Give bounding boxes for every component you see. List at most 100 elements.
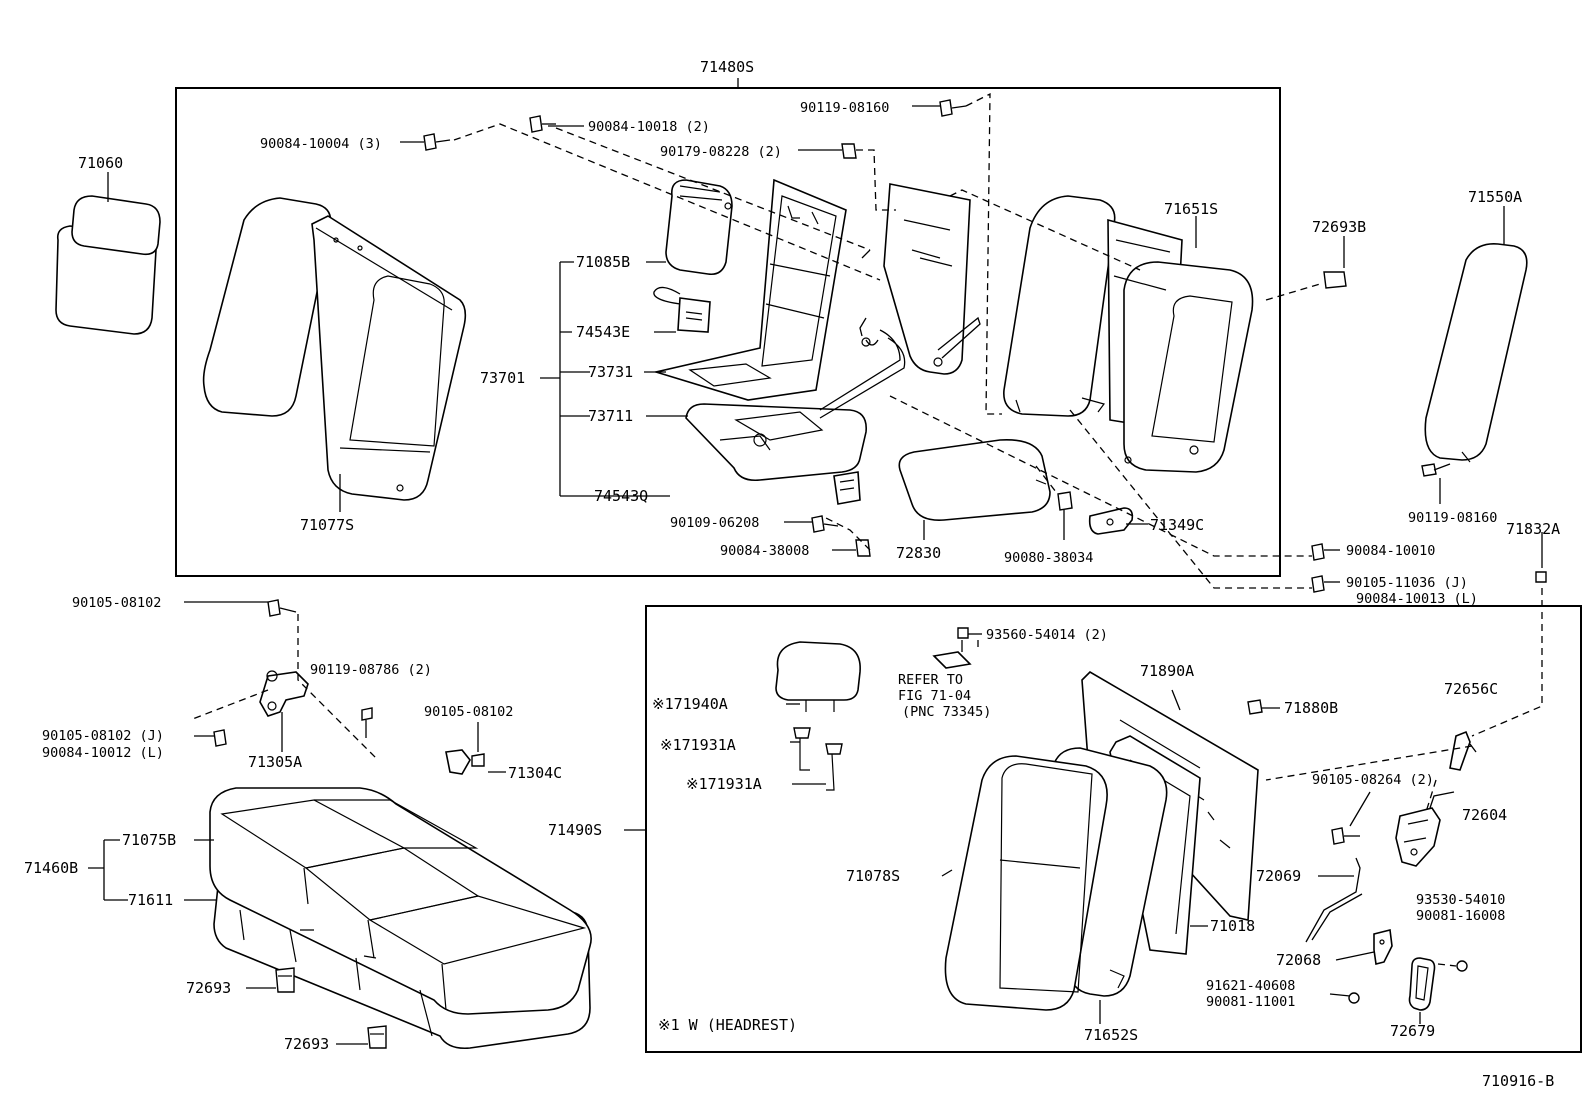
label-90119-08160a: 90119-08160 [800,100,889,116]
bolt-90084-10010 [1311,543,1325,561]
bolt-90084-10018 [529,115,556,133]
label-90084-10004: 90084-10004 (3) [260,136,382,152]
tray-73711 [685,403,867,482]
label-72693a: 72693 [186,979,231,997]
label-93530-54010: 93530-54010 [1416,892,1505,908]
seatback-cover-71077S [202,197,467,512]
bolt-90109-06208 [811,515,839,533]
label-72830: 72830 [896,544,941,562]
clip-72693B [1323,236,1347,289]
label-figure-id: 710916-B [1482,1072,1554,1090]
label-headrest-note: ※1 W (HEADREST) [658,1016,797,1034]
hinge-71305A [259,670,309,752]
label-71085B: 71085B [576,253,630,271]
cap-71832A [1535,532,1547,583]
label-71611: 71611 [128,891,173,909]
bolt-90119-08160a [939,99,967,117]
bolt-90119-08160b [1421,463,1451,504]
label-71480S: 71480S [700,58,754,76]
label-71077S: 71077S [300,516,354,534]
label-90081-11001: 90081-11001 [1206,994,1295,1010]
label-171940A: ※171940A [652,695,728,713]
cable-72069 [1305,857,1363,943]
label-90105-08102b: 90105-08102 [424,704,513,720]
clip-72693b [367,1025,387,1049]
side-pad-71550A [1424,206,1528,463]
label-71890A: 71890A [1140,662,1194,680]
label-90105-11036: 90105-11036 (J) [1346,575,1468,591]
hinge-71304C [445,722,485,775]
label-71880B: 71880B [1284,699,1338,717]
label-72068: 72068 [1276,951,1321,969]
label-90084-10018: 90084-10018 (2) [588,119,710,135]
cover-71349C [1088,507,1148,535]
label-90084-10012: 90084-10012 (L) [42,745,164,761]
lever-72656C [1449,730,1471,771]
bolt-90084-10004 [423,133,451,151]
label-73711: 73711 [588,407,633,425]
label-90109-06208: 90109-06208 [670,515,759,531]
label-90105-08102J: 90105-08102 (J) [42,728,164,744]
label-71304C: 71304C [508,764,562,782]
cap-90080-38034 [1057,491,1073,540]
label-74543E: 74543E [576,323,630,341]
bolt-90105-08102J [213,729,227,747]
label-refer-to: REFER TO [898,672,963,688]
bolt-90105-08102a [267,599,297,617]
dashed-assembly-lines [189,92,1543,967]
label-71651S: 71651S [1164,200,1218,218]
nut-90084-38008 [855,539,871,557]
label-71349C: 71349C [1150,516,1204,534]
lock-bracket [819,183,981,419]
label-refer-pnc: (PNC 73345) [902,704,991,720]
seat-cushion-71460B [209,787,592,1050]
nut-90179-08228 [841,143,857,159]
leader-lines [88,105,1477,1045]
label-71075B: 71075B [122,831,176,849]
bolt-90119-08786 [361,707,373,738]
label-90119-08160b: 90119-08160 [1408,510,1497,526]
label-73731: 73731 [588,363,633,381]
label-72604: 72604 [1462,806,1507,824]
bolt-90105-11036 [1311,575,1325,593]
knob-72679 [1408,957,1436,1011]
label-171931A-1: ※171931A [660,736,736,754]
label-71832A: 71832A [1506,520,1560,538]
label-91621-40608: 91621-40608 [1206,978,1295,994]
label-90084-38008: 90084-38008 [720,543,809,559]
label-71652S: 71652S [1084,1026,1138,1044]
label-71550A: 71550A [1468,188,1522,206]
armrest-72830 [898,439,1051,540]
label-71060: 71060 [78,154,123,172]
label-71460B: 71460B [24,859,78,877]
nut-90081-11001 [1348,992,1360,1004]
label-90119-08786: 90119-08786 (2) [310,662,432,678]
label-74543Q: 74543Q [594,487,648,505]
clip-72693a [275,967,295,993]
label-74543Q [833,471,861,505]
label-71305A: 71305A [248,753,302,771]
label-90105-08102a: 90105-08102 [72,595,161,611]
label-72693b: 72693 [284,1035,329,1053]
frame-73731 [652,178,847,401]
nut-90081-16008 [1456,960,1468,972]
lock-72604 [1395,791,1455,867]
guide-171931A-1 [793,727,843,791]
label-93560-54014: 93560-54014 (2) [986,627,1108,643]
label-71078S: 71078S [846,867,900,885]
label-90080-38034: 90080-38034 [1004,550,1093,566]
label-90179-08228: 90179-08228 (2) [660,144,782,160]
label-71018: 71018 [1210,917,1255,935]
label-90081-16008: 90081-16008 [1416,908,1505,924]
label-73701: 73701 [480,369,525,387]
label-72656C: 72656C [1444,680,1498,698]
headrest-71060 [55,172,161,335]
label-72679: 72679 [1390,1022,1435,1040]
label-171931A-2: ※171931A [686,775,762,793]
bolt-90105-08264 [1331,827,1360,845]
label-90084-10010: 90084-10010 [1346,543,1435,559]
label-72069: 72069 [1256,867,1301,885]
seatback-71651S [1003,195,1254,473]
label-90084-10013: 90084-10013 (L) [1356,591,1478,607]
